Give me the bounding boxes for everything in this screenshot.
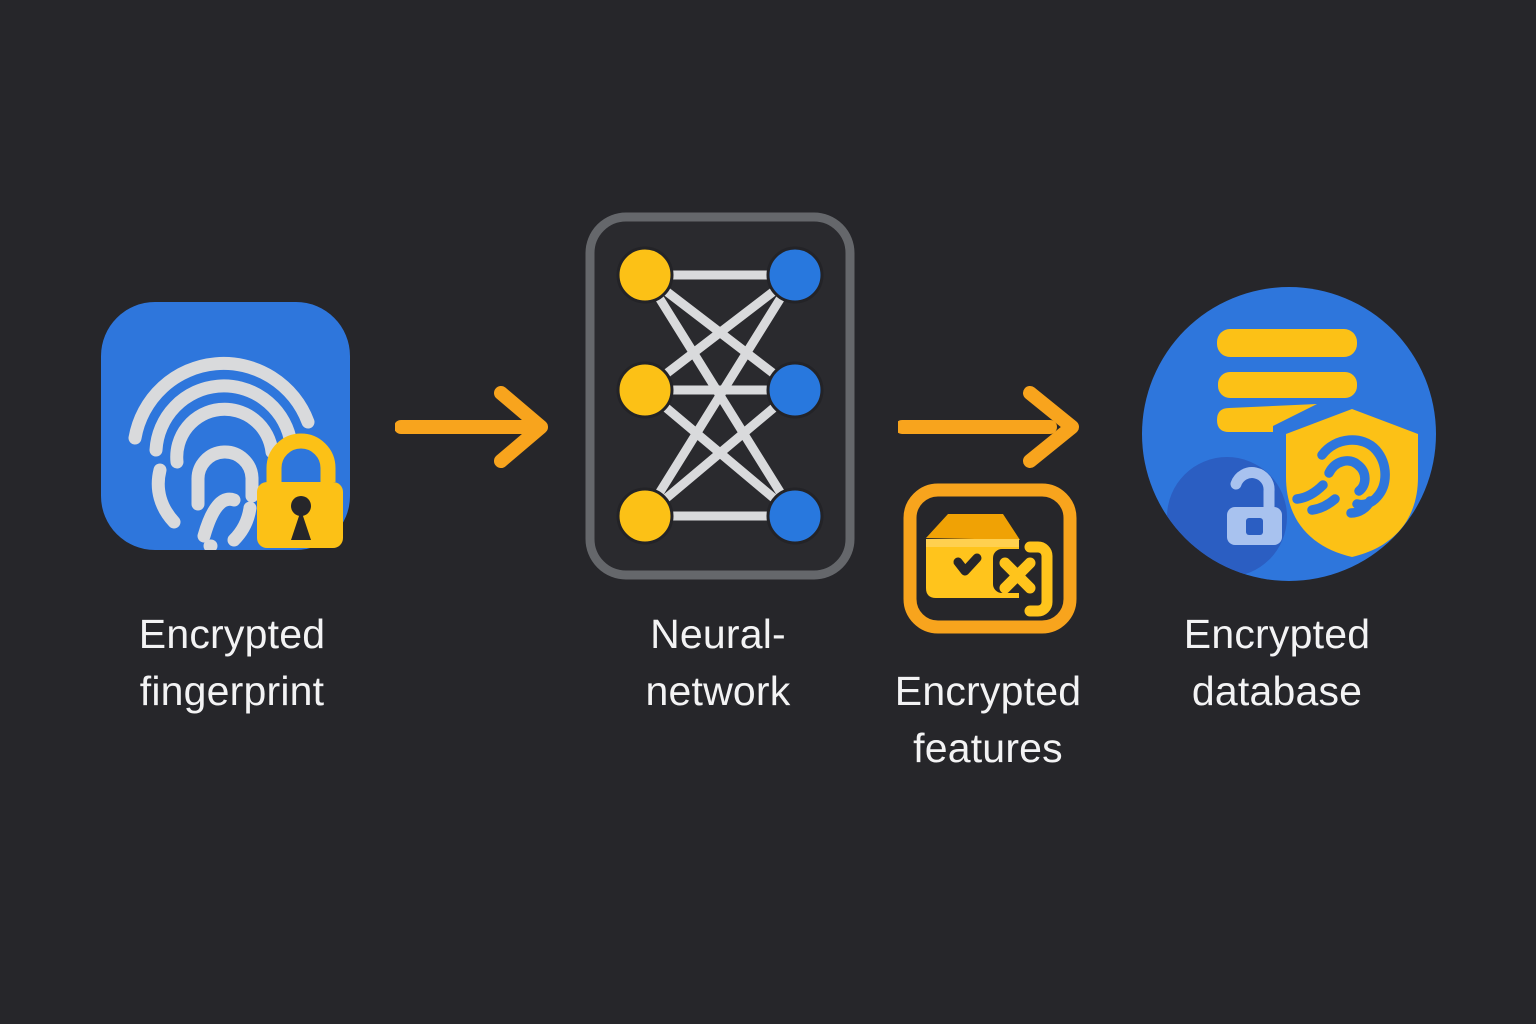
label-line: Encrypted xyxy=(1183,611,1371,657)
step-label-encrypted-features: Encrypted features xyxy=(816,663,1160,777)
step-label-neural-network: Neural- network xyxy=(546,606,890,720)
label-line: features xyxy=(913,725,1063,771)
label-line: Encrypted xyxy=(138,611,326,657)
output-node xyxy=(766,246,824,304)
shield-fingerprint-icon xyxy=(1286,409,1418,557)
padlock-icon xyxy=(257,433,343,548)
output-node xyxy=(766,487,824,545)
label-line: Neural- xyxy=(650,611,786,657)
label-line: Encrypted xyxy=(894,668,1082,714)
input-node xyxy=(616,487,674,545)
label-line: database xyxy=(1191,668,1363,714)
input-node xyxy=(616,361,674,419)
unlock-badge-icon xyxy=(1167,457,1287,577)
label-line: fingerprint xyxy=(139,668,325,714)
fingerprint-lock-icon xyxy=(101,302,350,550)
database-shield-lock-icon xyxy=(1142,287,1436,581)
step-label-encrypted-database: Encrypted database xyxy=(1105,606,1449,720)
label-line: network xyxy=(645,668,791,714)
database-rows xyxy=(1217,329,1357,432)
right-arrow-icon xyxy=(395,386,548,468)
output-node xyxy=(766,361,824,419)
input-node xyxy=(616,246,674,304)
encrypted-box-icon xyxy=(903,483,1077,634)
right-arrow-icon xyxy=(898,386,1079,468)
neural-network-icon xyxy=(585,212,855,580)
step-label-encrypted-fingerprint: Encrypted fingerprint xyxy=(60,606,404,720)
